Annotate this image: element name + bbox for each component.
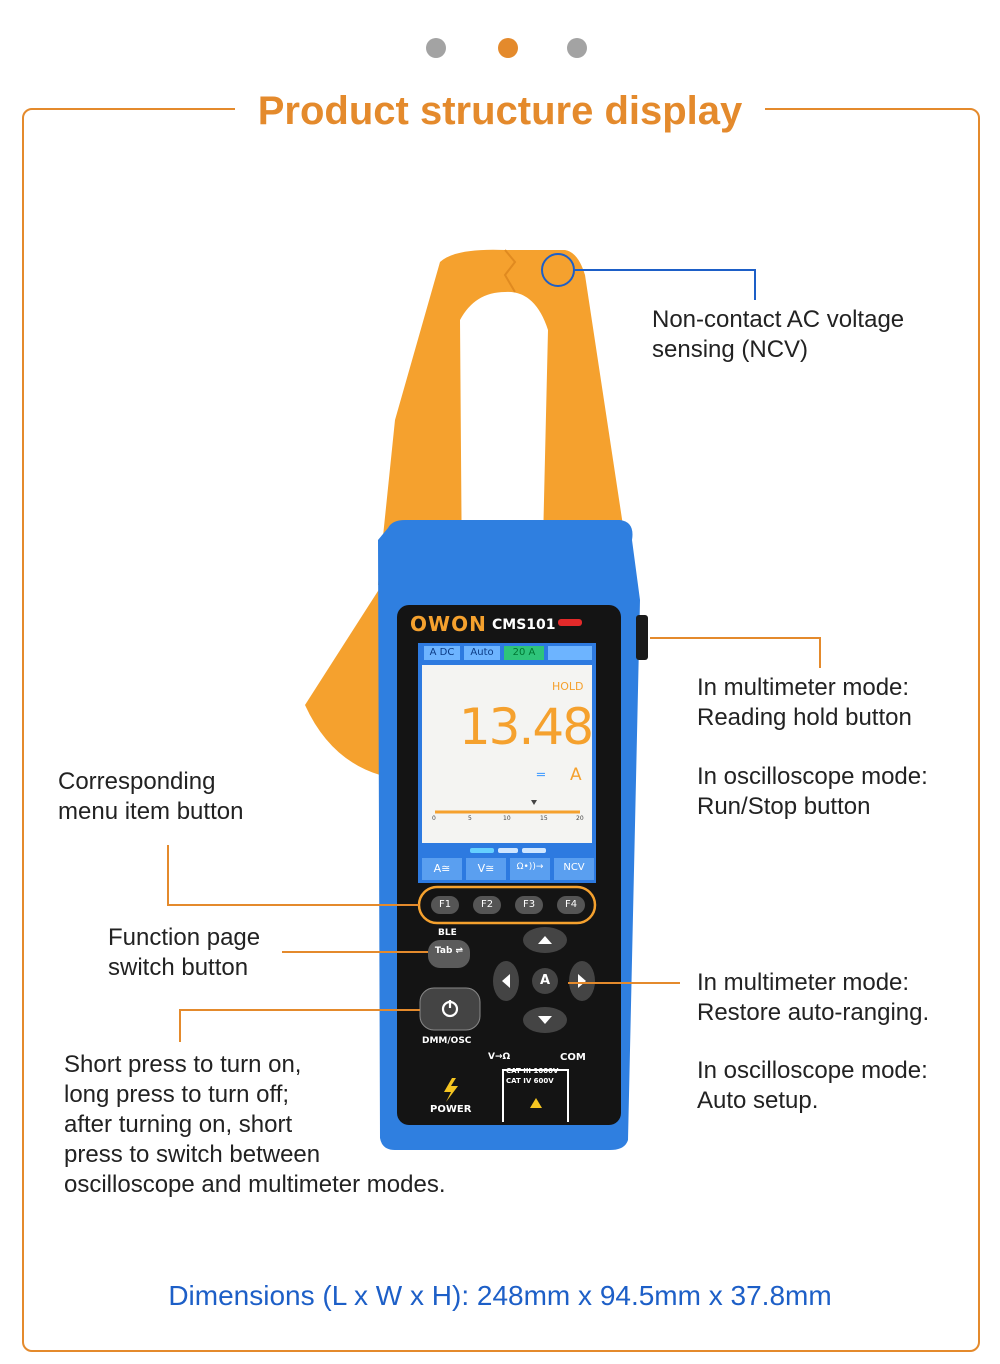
- screen-tab-limit: 20 A: [512, 647, 536, 658]
- ble-label: BLE: [438, 928, 457, 938]
- f4-button[interactable]: F4: [557, 896, 585, 914]
- power-button-caption: DMM/OSC: [422, 1036, 472, 1046]
- callout-auto-oscilloscope: In oscilloscope mode: Auto setup.: [697, 1057, 928, 1114]
- callout-tab-button: Function page switch button: [108, 924, 261, 981]
- pager-dot-2[interactable]: [498, 38, 518, 58]
- dimensions-text: Dimensions (L x W x H): 248mm x 94.5mm x…: [168, 1280, 832, 1311]
- cat-rating-1: CAT III 1000V: [506, 1067, 559, 1075]
- side-hold-button: [636, 615, 648, 660]
- jack-symbols: V→Ω: [488, 1052, 511, 1062]
- brand-logo: OWON: [410, 612, 487, 636]
- clamp-jaw: [378, 249, 632, 585]
- screen-tab-range: Auto: [470, 647, 494, 658]
- cat-rating-2: CAT IV 600V: [506, 1077, 554, 1085]
- f3-button[interactable]: F3: [515, 896, 543, 914]
- callout-hold-multimeter: In multimeter mode: Reading hold button: [697, 674, 912, 731]
- screen-reading: 13.48: [458, 698, 594, 756]
- scale-0: 0: [432, 815, 436, 822]
- power-label: POWER: [430, 1104, 472, 1115]
- callout-ncv: Non-contact AC voltage sensing (NCV): [652, 306, 905, 363]
- power-key-shape: [419, 987, 481, 1031]
- page-title: Product structure display: [235, 86, 765, 136]
- pager-dots: [0, 36, 1000, 60]
- f2-button[interactable]: F2: [473, 896, 501, 914]
- screen-menu-current[interactable]: A≅: [433, 862, 451, 875]
- callout-menu-button: Corresponding menu item button: [58, 768, 244, 825]
- tab-button[interactable]: Tab ⇌: [434, 946, 464, 956]
- com-label: COM: [560, 1052, 586, 1063]
- scale-10: 10: [503, 815, 511, 822]
- screen-menu-resistance[interactable]: Ω•))→: [516, 862, 544, 872]
- tab-key-shape: [428, 940, 470, 968]
- jaw-trigger: [305, 580, 395, 775]
- screen-dc-symbol: ═: [537, 768, 545, 783]
- screen-menu-ncv[interactable]: NCV: [563, 862, 585, 873]
- scale-15: 15: [540, 815, 548, 822]
- scale-20: 20: [576, 815, 584, 822]
- screen-hold-status: HOLD: [552, 680, 584, 693]
- screen-tab-mode: A DC: [429, 647, 455, 658]
- f1-button[interactable]: F1: [431, 896, 459, 914]
- callout-hold-oscilloscope: In oscilloscope mode: Run/Stop button: [697, 763, 928, 820]
- pager-dot-3[interactable]: [567, 38, 587, 58]
- callout-power: Short press to turn on, long press to tu…: [64, 1051, 446, 1198]
- callout-auto-multimeter: In multimeter mode: Restore auto-ranging…: [697, 969, 930, 1026]
- scale-5: 5: [468, 815, 472, 822]
- model-name: CMS101: [492, 617, 556, 633]
- pager-dot-1[interactable]: [426, 38, 446, 58]
- screen-unit: A: [570, 765, 582, 785]
- screen-menu-voltage[interactable]: V≅: [477, 862, 495, 875]
- auto-button[interactable]: A: [539, 973, 551, 988]
- led-indicator: [558, 619, 582, 626]
